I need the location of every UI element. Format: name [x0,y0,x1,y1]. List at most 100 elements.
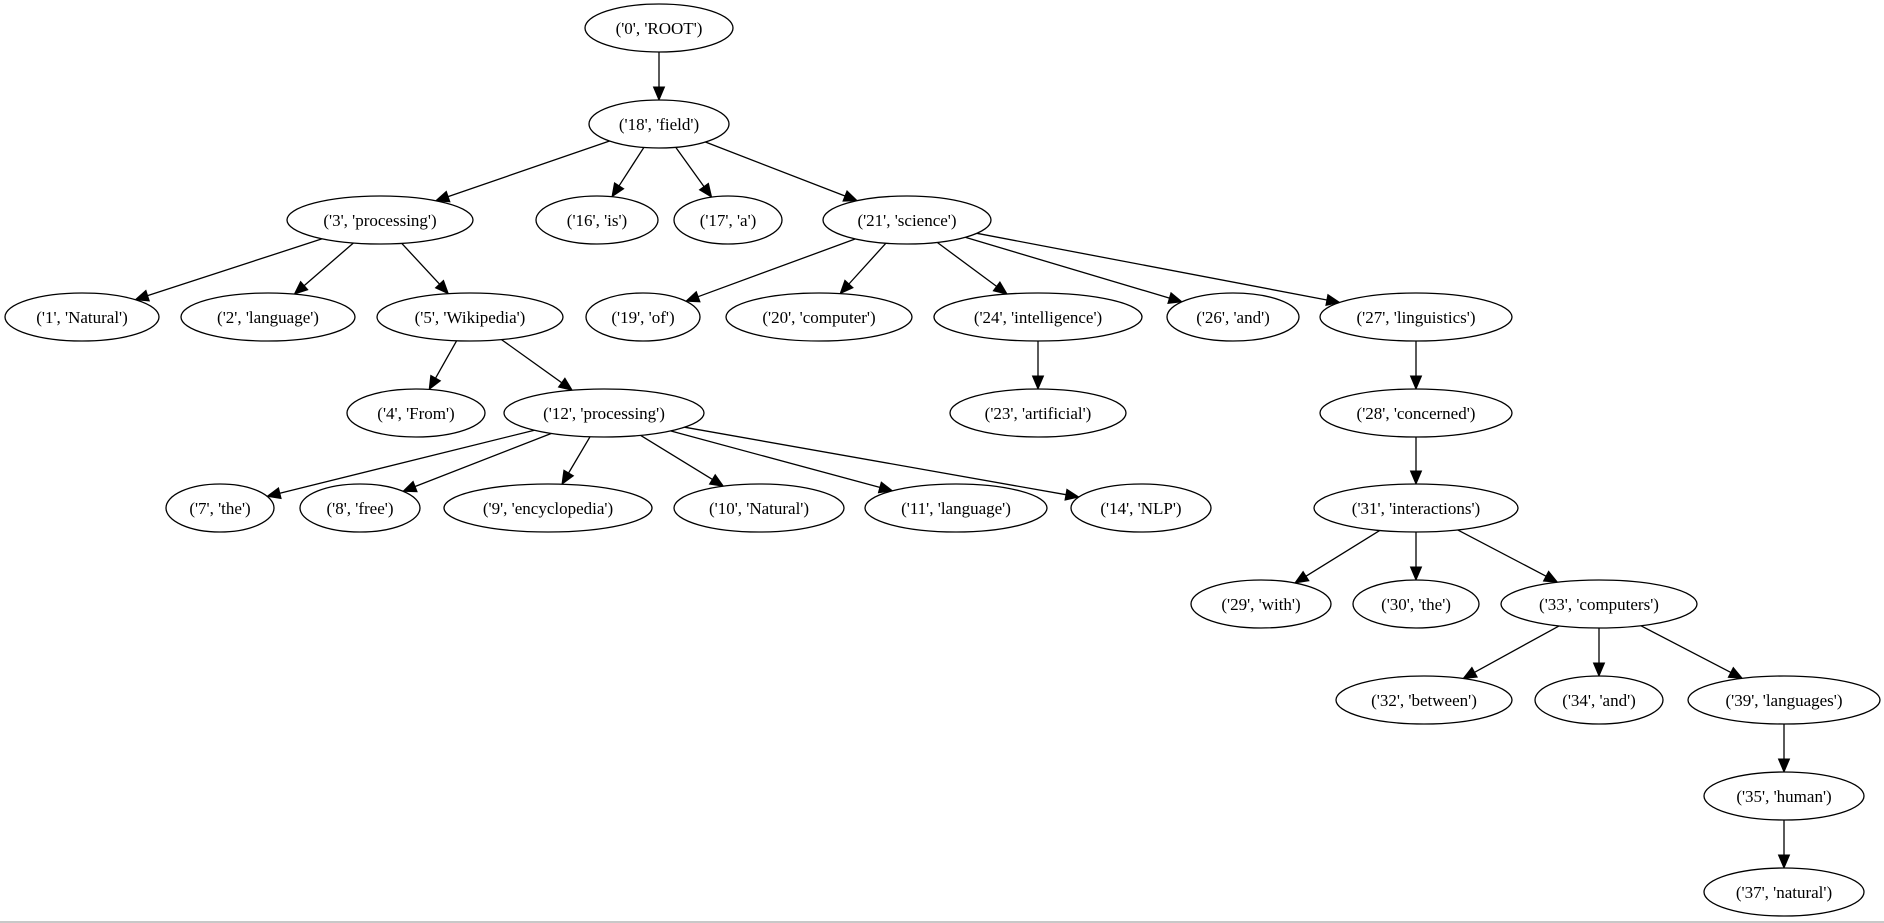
node-ellipse [1703,771,1865,821]
edge-n33-n32 [1462,625,1560,680]
edge-line [447,140,610,198]
arrowhead-icon [992,280,1009,295]
edge-line [414,432,552,488]
node-label: ('3', 'processing') [323,211,436,230]
arrowhead-icon [1777,854,1791,870]
edge-n12-n7 [265,429,535,500]
edge-n21-n26 [965,236,1184,304]
arrowhead-icon [1293,570,1310,584]
node-ellipse [1352,579,1480,629]
node-label: ('24', 'intelligence') [974,308,1102,327]
tree-node-9: ('9', 'encyclopedia') [443,483,653,533]
node-ellipse [725,292,913,342]
edge-n31-n30 [1409,532,1423,582]
node-label: ('35', 'human') [1736,787,1831,806]
node-ellipse [4,292,160,342]
node-label: ('9', 'encyclopedia') [483,499,613,518]
bottom-divider [0,921,1884,923]
node-label: ('1', 'Natural') [36,308,128,327]
node-label: ('8', 'free') [327,499,394,518]
edge-line [568,436,591,474]
arrowhead-icon [684,290,701,303]
node-label: ('27', 'linguistics') [1357,308,1476,327]
arrowhead-icon [134,289,151,302]
node-ellipse [949,388,1127,438]
node-ellipse [1335,675,1513,725]
node-ellipse [443,483,653,533]
node-label: ('14', 'NLP') [1100,499,1181,518]
edge-line [1474,625,1560,673]
node-label: ('12', 'processing') [543,404,665,423]
node-ellipse [1687,675,1881,725]
node-ellipse [933,292,1143,342]
tree-node-3: ('3', 'processing') [286,195,474,245]
tree-node-16: ('16', 'is') [535,195,659,245]
arrowhead-icon [877,481,894,494]
arrowhead-icon [652,86,666,102]
arrowhead-icon [708,473,725,487]
edge-line [618,147,645,187]
edge-line [670,430,880,489]
tree-node-31: ('31', 'interactions') [1313,483,1519,533]
tree-node-5: ('5', 'Wikipedia') [376,292,564,342]
edge-line [147,238,323,297]
node-ellipse [286,195,474,245]
node-label: ('28', 'concerned') [1357,404,1476,423]
edge-line [501,339,563,384]
edge-n31-n29 [1293,529,1381,584]
node-label: ('17', 'a') [700,211,757,230]
edge-line [697,238,856,298]
tree-node-30: ('30', 'the') [1352,579,1480,629]
node-ellipse [1319,388,1513,438]
node-ellipse [584,3,734,53]
node-label: ('34', 'and') [1562,691,1636,710]
node-ellipse [585,292,701,342]
node-ellipse [180,292,356,342]
edge-line [303,242,354,287]
tree-node-1: ('1', 'Natural') [4,292,160,342]
node-label: ('39', 'languages') [1725,691,1842,710]
tree-node-19: ('19', 'of') [585,292,701,342]
tree-node-0: ('0', 'ROOT') [584,3,734,53]
arrowhead-icon [557,377,574,391]
edge-line [640,434,713,480]
edge-n3-n5 [401,242,450,295]
node-ellipse [1313,483,1519,533]
tree-node-7: ('7', 'the') [165,483,275,533]
tree-node-37: ('37', 'natural') [1703,867,1865,917]
node-ellipse [299,483,421,533]
edge-n12-n8 [401,432,552,493]
node-ellipse [376,292,564,342]
edge-line [965,236,1170,299]
node-label: ('33', 'computers') [1539,595,1659,614]
edge-n33-n39 [1640,625,1744,679]
edge-n28-n31 [1409,437,1423,486]
edge-n27-n28 [1409,341,1423,391]
node-ellipse [503,388,705,438]
tree-node-12: ('12', 'processing') [503,388,705,438]
arrowhead-icon [1592,662,1606,678]
arrowhead-icon [1064,488,1081,501]
node-label: ('26', 'and') [1196,308,1270,327]
edge-n5-n12 [501,339,574,391]
arrowhead-icon [434,279,450,295]
tree-node-17: ('17', 'a') [673,195,783,245]
node-ellipse [1319,292,1513,342]
node-ellipse [588,99,730,149]
arrowhead-icon [842,190,859,202]
edge-line [976,232,1328,301]
node-label: ('11', 'language') [901,499,1011,518]
tree-node-29: ('29', 'with') [1190,579,1332,629]
node-label: ('16', 'is') [567,211,627,230]
tree-node-34: ('34', 'and') [1534,675,1664,725]
node-ellipse [822,195,992,245]
edge-line [848,242,887,285]
arrowhead-icon [428,374,442,391]
arrowhead-icon [1167,291,1184,304]
edge-line [1457,529,1547,577]
edge-n12-n9 [561,436,591,486]
edge-n18-n17 [675,146,713,199]
node-ellipse [535,195,659,245]
node-label: ('29', 'with') [1221,595,1300,614]
node-ellipse [165,483,275,533]
